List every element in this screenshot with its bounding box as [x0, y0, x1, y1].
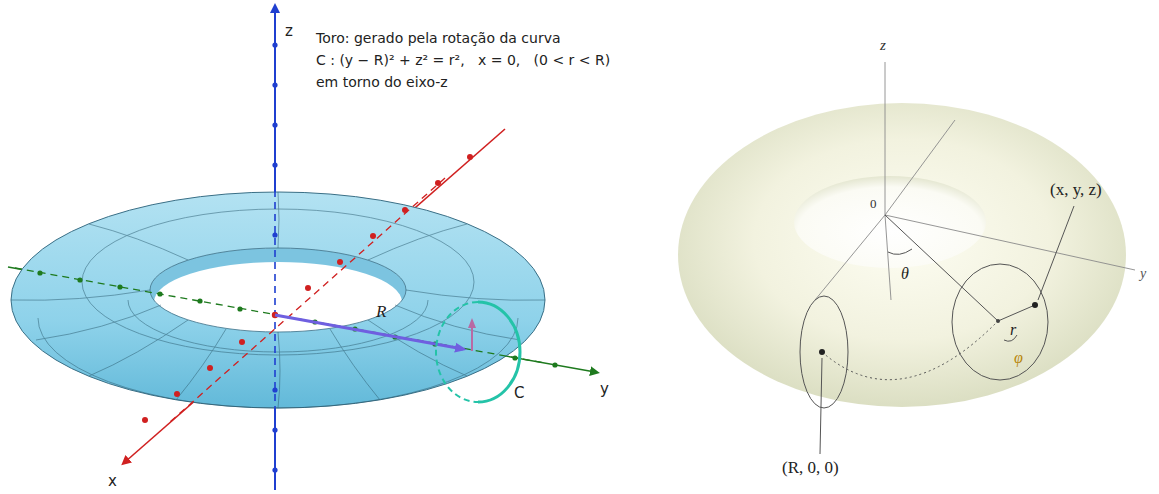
- curve-label: C: [514, 384, 524, 402]
- angle-label: θ: [901, 264, 909, 283]
- origin-label: 0: [870, 196, 877, 212]
- radius-label: r: [1010, 320, 1016, 339]
- axis-label: y: [1140, 266, 1146, 283]
- axis-label: x: [108, 472, 117, 490]
- axis-label: y: [600, 380, 609, 398]
- note-line: em torno do eixo-z: [316, 74, 448, 91]
- note-line: C : (y − R)² + z² = r², x = 0, (0 < r < …: [316, 52, 610, 69]
- angle-label: φ: [1014, 348, 1023, 367]
- axis-label: z: [285, 22, 293, 40]
- point-label: (x, y, z): [1050, 180, 1102, 200]
- point-label: (R, 0, 0): [782, 458, 839, 478]
- axis-label: z: [880, 36, 886, 54]
- vector-label: R: [376, 302, 386, 322]
- note-line: Toro: gerado pela rotação da curva: [316, 30, 561, 47]
